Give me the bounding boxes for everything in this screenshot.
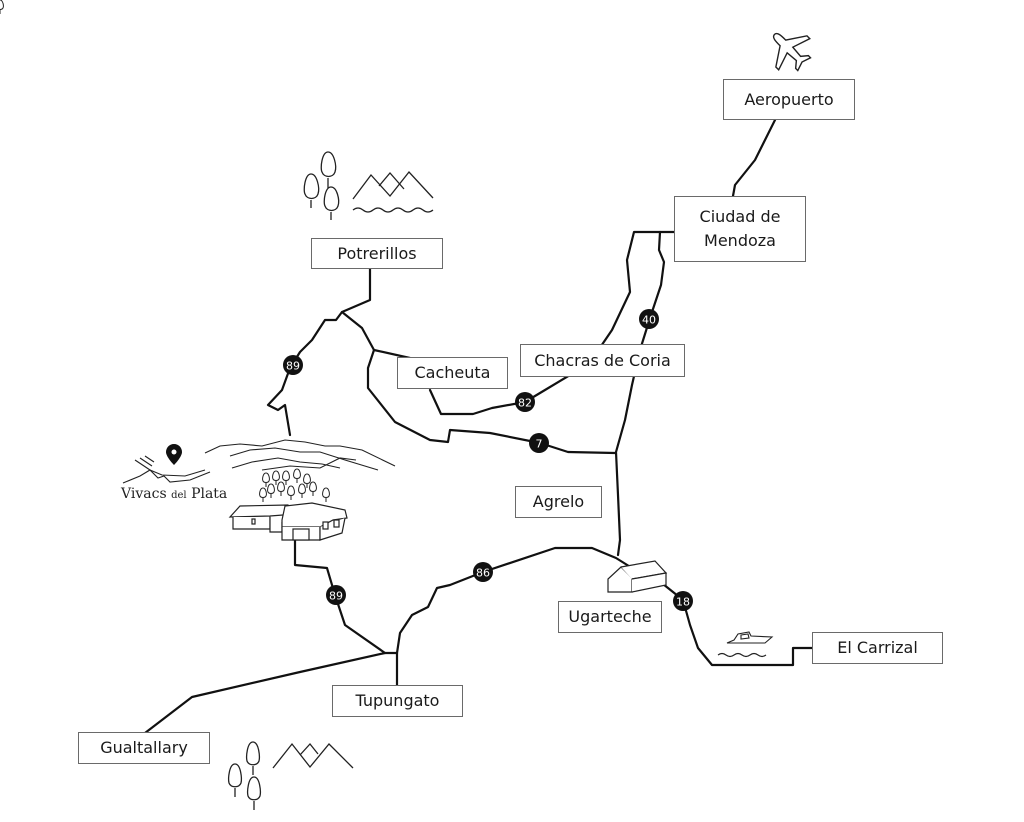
place-label: Ugarteche — [568, 607, 652, 626]
vineyard-trees-icon — [0, 0, 330, 503]
place-label: El Carrizal — [837, 638, 918, 657]
road-mendoza-west — [593, 230, 677, 357]
place-label: Gualtallary — [100, 738, 188, 757]
svg-text:89: 89 — [329, 590, 343, 603]
route-marker-82: 82 — [515, 392, 535, 412]
map-pin-icon — [166, 444, 182, 465]
route-marker-18: 18 — [673, 591, 693, 611]
brand-name-part1: Vivacs — [121, 486, 167, 502]
boat-icon — [717, 631, 774, 658]
place-cacheuta[interactable]: Cacheuta — [397, 357, 508, 389]
road-ruta-86 — [395, 546, 634, 655]
place-label: Potrerillos — [337, 243, 417, 263]
route-marker-86: 86 — [473, 562, 493, 582]
place-el-carrizal[interactable]: El Carrizal — [812, 632, 943, 664]
place-label: Agrelo — [532, 492, 585, 511]
road-potrerillos-cacheuta — [340, 310, 412, 360]
place-label: Chacras de Coria — [534, 350, 671, 370]
place-label-line2: Mendoza — [704, 231, 776, 250]
road-ruta-7 — [366, 348, 617, 455]
svg-text:86: 86 — [476, 567, 490, 580]
place-ciudad-de-mendoza[interactable]: Ciudad de Mendoza — [674, 196, 806, 262]
road-aeropuerto-mendoza — [731, 118, 777, 198]
route-marker-40: 40 — [639, 309, 659, 329]
trees-icon — [303, 151, 340, 220]
water-waves-icon — [352, 207, 434, 213]
brand-mountain-logo — [122, 455, 211, 484]
route-marker-7: 7 — [529, 433, 549, 453]
svg-text:40: 40 — [642, 314, 656, 327]
mountain-range-sketch — [204, 439, 396, 471]
place-label: Cacheuta — [414, 363, 491, 382]
mountains-icon-south — [272, 742, 354, 769]
mountains-icon — [352, 171, 434, 200]
airplane-icon — [772, 32, 812, 72]
trees-icon-south — [228, 741, 261, 810]
place-chacras-de-coria[interactable]: Chacras de Coria — [520, 344, 685, 377]
place-gualtallary[interactable]: Gualtallary — [78, 732, 210, 764]
place-aeropuerto[interactable]: Aeropuerto — [723, 79, 855, 120]
road-ruta-82 — [428, 373, 572, 416]
place-label: Tupungato — [355, 691, 440, 710]
place-label-line1: Ciudad de — [699, 207, 781, 226]
place-potrerillos[interactable]: Potrerillos — [311, 238, 443, 269]
place-label: Aeropuerto — [744, 89, 834, 109]
svg-text:89: 89 — [286, 360, 300, 373]
route-marker-89-south: 89 — [326, 585, 346, 605]
route-marker-89-north: 89 — [283, 355, 303, 375]
brand-name: Vivacs del Plata — [121, 486, 227, 502]
shed-icon — [607, 560, 668, 593]
winery-building-icon — [228, 502, 348, 541]
svg-text:82: 82 — [518, 397, 532, 410]
road-potrerillos — [266, 266, 372, 437]
brand-name-part3: Plata — [191, 486, 228, 502]
place-tupungato[interactable]: Tupungato — [332, 685, 463, 717]
place-agrelo[interactable]: Agrelo — [515, 486, 602, 518]
svg-text:7: 7 — [536, 438, 543, 451]
road-gualtallary — [143, 651, 387, 735]
road-ruta-40 — [614, 230, 666, 557]
svg-text:18: 18 — [676, 596, 690, 609]
place-ugarteche[interactable]: Ugarteche — [558, 601, 662, 633]
brand-name-part2: del — [171, 490, 187, 501]
road-ruta-89-south — [293, 538, 399, 655]
